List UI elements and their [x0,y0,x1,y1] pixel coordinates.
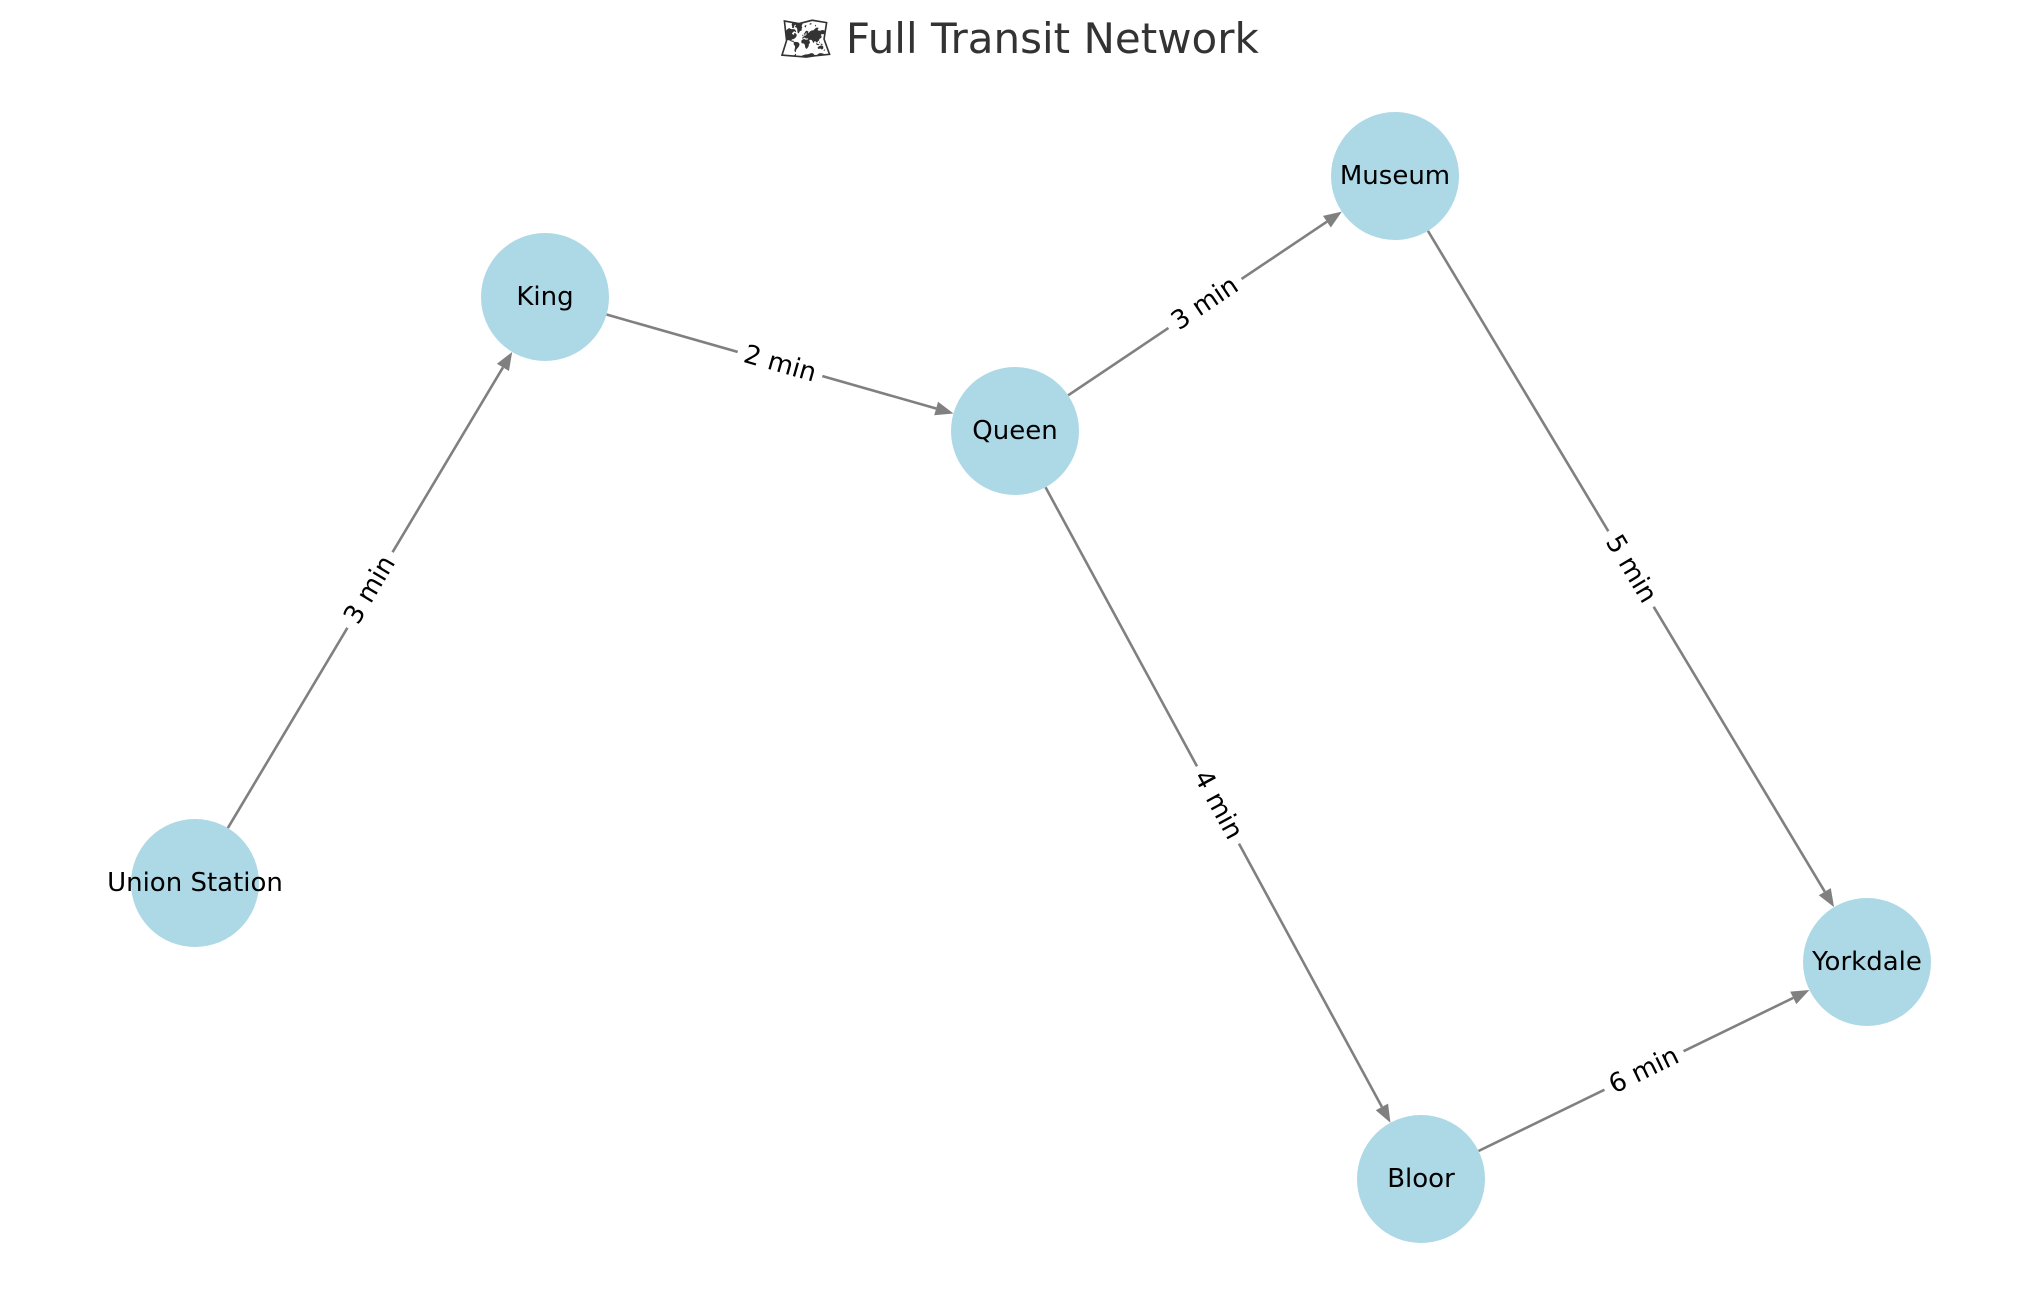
edge-label-background [1182,758,1254,852]
station-node-yorkdale: Yorkdale [1803,898,1931,1026]
edge-label-background [733,336,827,392]
station-label: Queen [972,416,1057,446]
diagram-title: 🗺 Full Transit Network [779,14,1259,63]
station-circle [1357,1115,1485,1243]
station-label: Yorkdale [1811,947,1922,977]
edge-bloor-yorkdale: 6 min [1477,990,1810,1153]
station-circle [1803,898,1931,1026]
edge-queen-bloor: 4 min [1044,486,1391,1123]
edge-label-background [1597,1036,1691,1105]
station-label: Union Station [107,868,283,898]
edge-label-group: 2 min [733,336,827,392]
edge-label-background [333,544,407,636]
arrowhead-icon [1375,1103,1391,1123]
arrowhead-icon [496,351,513,371]
edge-king-queen: 2 min [606,313,954,416]
station-circle [131,819,259,947]
station-node-bloor: Bloor [1357,1115,1485,1243]
arrowhead-icon [1790,990,1810,1005]
arrowhead-icon [1323,211,1342,228]
station-circle [1331,112,1459,240]
station-node-queen: Queen [951,367,1079,495]
edge-museum-yorkdale: 5 min [1426,230,1835,908]
edges-layer: 3 min 2 min 3 min 4 min 5 min 6 min [226,211,1835,1153]
arrowhead-icon [934,401,954,416]
edge-label: 2 min [740,339,819,388]
edge-queen-museum: 3 min [1067,211,1342,397]
edge-label: 6 min [1604,1041,1684,1100]
station-label: Museum [1340,161,1450,191]
edge-label-group: 3 min [333,544,407,636]
edge-union-king: 3 min [226,351,513,829]
station-label: Bloor [1387,1164,1455,1194]
edge-label: 5 min [1599,530,1663,609]
station-node-museum: Museum [1331,112,1459,240]
edge-label: 3 min [338,551,402,630]
station-node-king: King [481,233,609,361]
edge-label-group: 5 min [1594,523,1668,615]
edge-label-background [1159,265,1251,342]
station-label: King [516,282,573,312]
station-circle [481,233,609,361]
edge-label-group: 3 min [1159,265,1251,342]
edge-label-background [1594,523,1668,615]
edge-label-group: 6 min [1597,1036,1691,1105]
station-circle [951,367,1079,495]
arrowhead-icon [1818,888,1835,908]
edge-label-group: 4 min [1182,758,1254,852]
edge-label: 4 min [1187,765,1249,844]
station-node-union: Union Station [107,819,283,947]
